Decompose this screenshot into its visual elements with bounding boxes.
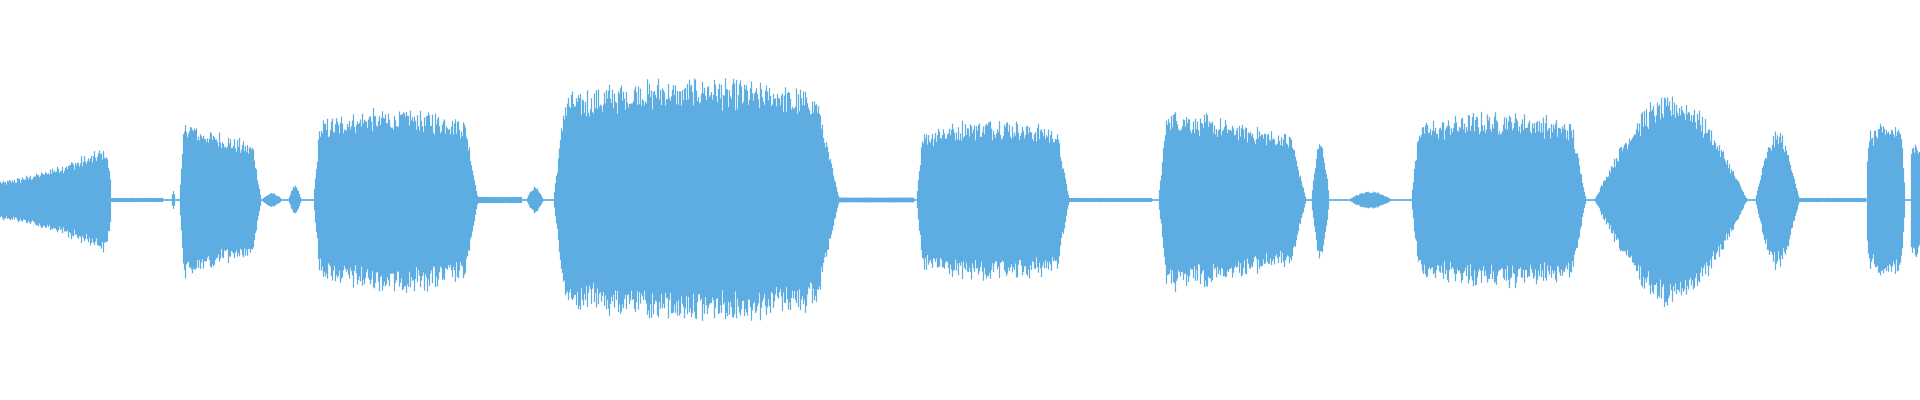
waveform-amplitude [0,78,1920,321]
